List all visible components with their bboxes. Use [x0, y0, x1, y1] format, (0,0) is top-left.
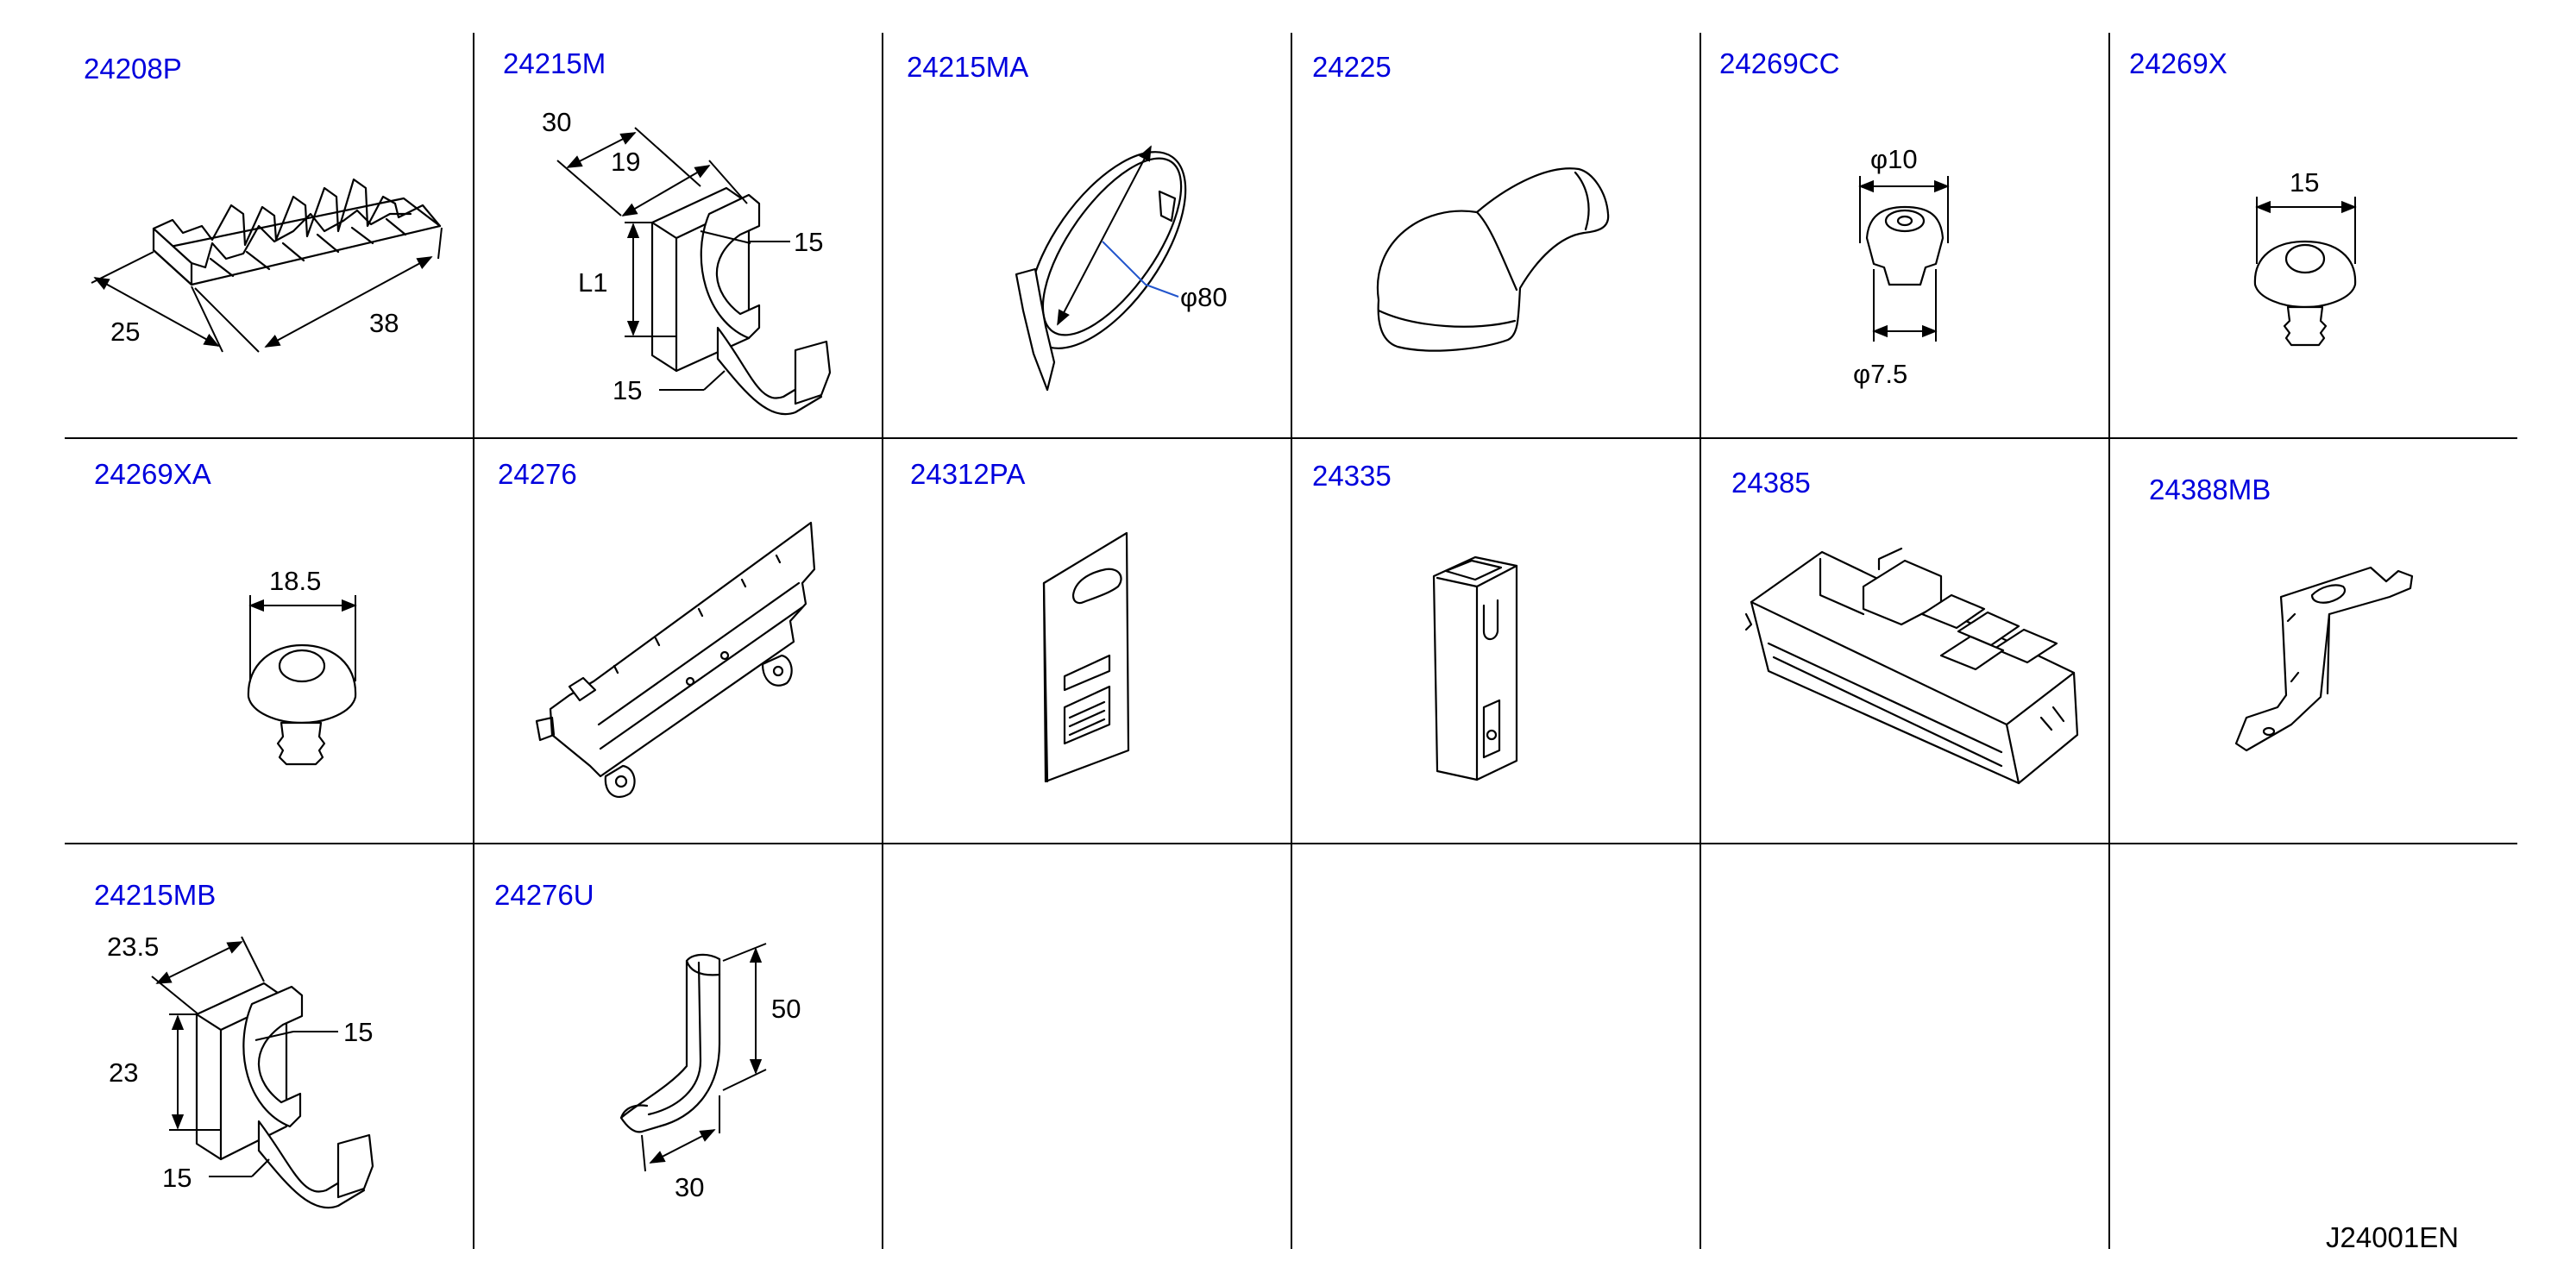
part-code-24385[interactable]: 24385	[1731, 467, 1811, 499]
cable-tie-icon: φ80	[1015, 145, 1228, 392]
dim-label: 15	[2290, 167, 2319, 198]
push-clip-icon: 15	[2253, 167, 2357, 347]
wire-protector-icon: 25 38	[91, 178, 443, 353]
dim-label: 23	[109, 1057, 138, 1088]
dim-label: 15	[343, 1017, 373, 1047]
part-code-24312PA[interactable]: 24312PA	[910, 458, 1025, 490]
part-code-labels: 24208P 24215M 24215MA 24225 24269CC 2426…	[84, 47, 2271, 911]
dim-label: L1	[578, 267, 607, 298]
part-code-24208P[interactable]: 24208P	[84, 53, 182, 85]
push-clip-large-icon: 18.5	[247, 566, 357, 766]
part-code-24269XA[interactable]: 24269XA	[94, 458, 211, 490]
part-code-24269X[interactable]: 24269X	[2129, 47, 2227, 79]
dim-label: 30	[542, 107, 571, 137]
part-code-24276[interactable]: 24276	[498, 458, 577, 490]
dim-label: 50	[771, 994, 801, 1024]
dim-label: 15	[162, 1163, 192, 1193]
part-code-24215M[interactable]: 24215M	[503, 47, 606, 79]
dim-label: 30	[675, 1172, 704, 1202]
harness-clip-b-icon: 23.5 23 15 15	[107, 932, 374, 1209]
part-code-24215MA[interactable]: 24215MA	[907, 51, 1028, 83]
elbow-protector-icon: 50 30	[619, 943, 801, 1202]
part-code-24225[interactable]: 24225	[1312, 51, 1392, 83]
dim-label: φ80	[1180, 282, 1228, 312]
connector-holder-icon	[1432, 555, 1518, 781]
dim-label: 19	[611, 147, 640, 177]
dim-label: 23.5	[107, 932, 159, 962]
grid-lines	[65, 33, 2517, 1249]
diagram-reference: J24001EN	[2326, 1221, 2459, 1253]
harness-bracket-icon	[535, 521, 816, 798]
dim-label: 25	[110, 317, 140, 347]
part-code-24215MB[interactable]: 24215MB	[94, 879, 216, 911]
grommet-icon: φ10 φ7.5	[1853, 144, 1950, 389]
dim-label: 18.5	[269, 566, 321, 596]
part-code-24276U[interactable]: 24276U	[494, 879, 594, 911]
part-code-24335[interactable]: 24335	[1312, 460, 1392, 492]
dim-label: φ10	[1870, 144, 1918, 174]
dim-label: 15	[613, 375, 642, 405]
rubber-boot-icon	[1376, 167, 1610, 352]
harness-clip-icon: 30 19 L1 15 15	[542, 107, 832, 416]
fuse-block-icon	[1744, 547, 2079, 785]
dim-label: 38	[369, 308, 399, 338]
dim-label: φ7.5	[1853, 359, 1907, 389]
mounting-bracket-icon	[2234, 566, 2414, 752]
part-code-24269CC[interactable]: 24269CC	[1719, 47, 1839, 79]
part-code-24388MB[interactable]: 24388MB	[2149, 474, 2271, 505]
hang-tag-icon	[1042, 531, 1130, 783]
dim-label: 15	[794, 227, 823, 257]
